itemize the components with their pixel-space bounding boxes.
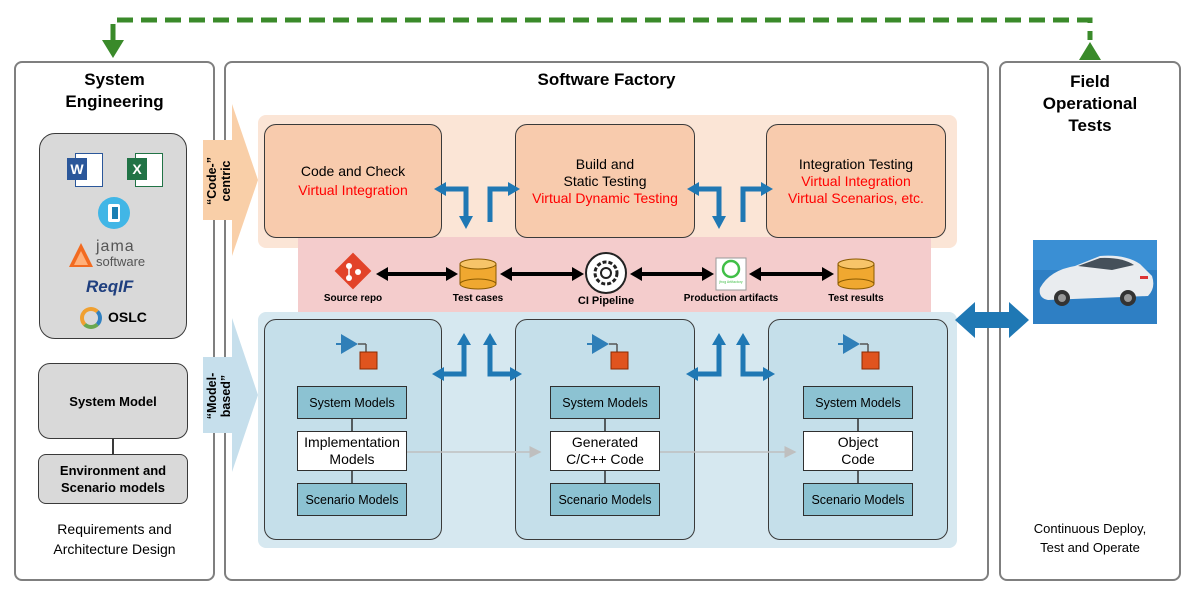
bottom-elbow-arrows (440, 342, 767, 377)
up-arrowhead-icon (1079, 42, 1101, 60)
artifactory-text: jfrog Artifactory (719, 280, 743, 284)
source-repo-label: Source repo (323, 293, 383, 304)
panel-title: System Engineering (65, 70, 164, 111)
git-source-repo-icon (334, 252, 372, 290)
integration-testing-box: Integration Testing Virtual Integration … (766, 124, 946, 238)
top-arrowheads (434, 182, 773, 229)
ci-pipeline-gear-icon (585, 252, 627, 294)
system-model-box: System Model (38, 363, 188, 439)
test-cases-database-icon (459, 258, 497, 290)
system-models-box: System Models (550, 386, 660, 419)
word-icon: W (67, 153, 103, 187)
scenario-models-box: Scenario Models (297, 483, 407, 516)
panel-title: Field Operational Tests (1042, 72, 1138, 135)
jama-logo-icon: jama software (68, 238, 178, 272)
requirements-architecture-label: Requirements and Architecture Design (53, 521, 176, 557)
production-artifacts-label: Production artifacts (683, 293, 779, 304)
connector-line (112, 439, 114, 455)
feedback-loop-arrow (102, 17, 1101, 60)
door-app-icon (98, 197, 130, 229)
simulink-model-icon (336, 334, 378, 370)
simulink-model-icon (587, 334, 629, 370)
ci-pipeline-label: CI Pipeline (577, 295, 635, 307)
top-elbow-arrows (442, 186, 765, 222)
scenario-models-box: Scenario Models (550, 483, 660, 516)
oslc-logo-icon: OSLC (80, 306, 180, 330)
panel-title: Software Factory (537, 70, 676, 89)
build-static-testing-box: Build and Static Testing Virtual Dynamic… (515, 124, 695, 238)
test-cases-label: Test cases (452, 293, 504, 304)
excel-icon: X (127, 153, 163, 187)
model-based-arrow-icon (203, 318, 258, 472)
code-and-check-box: Code and Check Virtual Integration (264, 124, 442, 238)
deploy-double-arrow-icon (955, 302, 1029, 338)
test-results-label: Test results (828, 293, 884, 304)
bottom-arrowheads (432, 333, 775, 381)
system-models-box: System Models (803, 386, 913, 419)
test-results-database-icon (837, 258, 875, 290)
car-image (1033, 240, 1157, 324)
simulink-model-icon (838, 334, 880, 370)
tools-box (39, 133, 187, 339)
reqif-logo-icon: ReqIF (86, 277, 134, 296)
artifactory-icon (715, 257, 747, 291)
down-arrowhead-icon (102, 40, 124, 58)
system-models-box: System Models (297, 386, 407, 419)
scenario-models-box: Scenario Models (803, 483, 913, 516)
environment-scenario-box: Environment and Scenario models (38, 454, 188, 504)
continuous-deploy-label: Continuous Deploy, Test and Operate (1033, 521, 1147, 555)
code-centric-arrow-icon (203, 104, 258, 256)
column-connectors (351, 419, 859, 483)
